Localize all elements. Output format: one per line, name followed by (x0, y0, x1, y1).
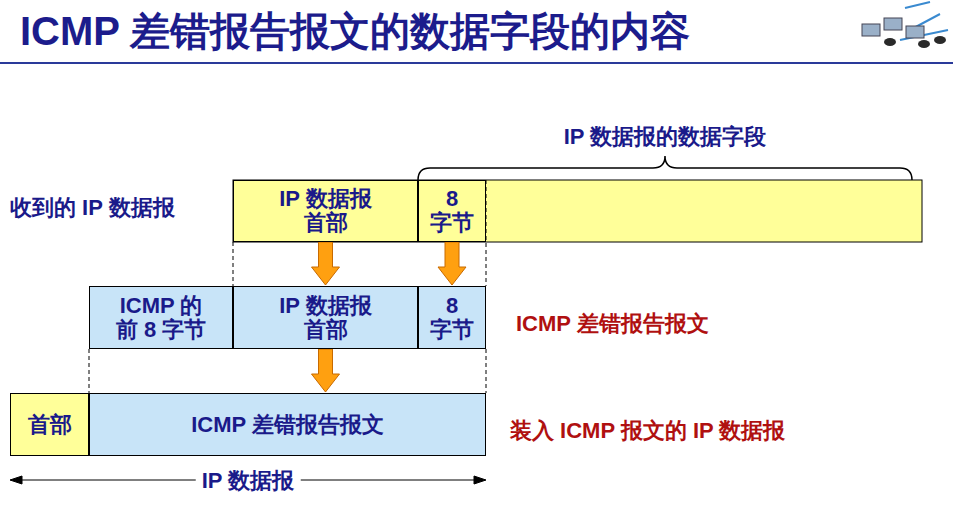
field-box: IP 数据报 首部 (233, 180, 418, 242)
field-box: 首部 (10, 393, 89, 456)
page-title: ICMP 差错报告报文的数据字段的内容 (20, 4, 690, 59)
caption-label: ICMP 差错报告报文 (516, 309, 709, 339)
data-field-brace (418, 156, 912, 180)
field-text: 8 字节 (429, 294, 475, 342)
field-box: 8 字节 (418, 286, 486, 349)
field-text: ICMP 差错报告报文 (191, 413, 384, 437)
block-arrow (312, 349, 340, 392)
field-text: IP 数据报 首部 (266, 294, 386, 342)
caption-label: 收到的 IP 数据报 (10, 193, 175, 223)
field-text: IP 数据报 首部 (266, 187, 386, 235)
field-text: 首部 (28, 413, 72, 437)
block-arrow (438, 242, 466, 285)
field-box: ICMP 的 前 8 字节 (89, 286, 233, 349)
field-text: ICMP 的 前 8 字节 (111, 294, 211, 342)
field-box: ICMP 差错报告报文 (89, 393, 486, 456)
caption-label: IP 数据报的数据字段 (564, 122, 767, 152)
field-box: IP 数据报 首部 (233, 286, 418, 349)
datagram-bar (233, 180, 922, 242)
title-rule (0, 62, 953, 64)
block-arrow (312, 242, 340, 285)
field-text: 8 字节 (429, 187, 475, 235)
caption-label: IP 数据报 (196, 466, 301, 496)
network-icon (862, 2, 948, 48)
caption-label: 装入 ICMP 报文的 IP 数据报 (510, 416, 785, 446)
field-box: 8 字节 (418, 180, 486, 242)
